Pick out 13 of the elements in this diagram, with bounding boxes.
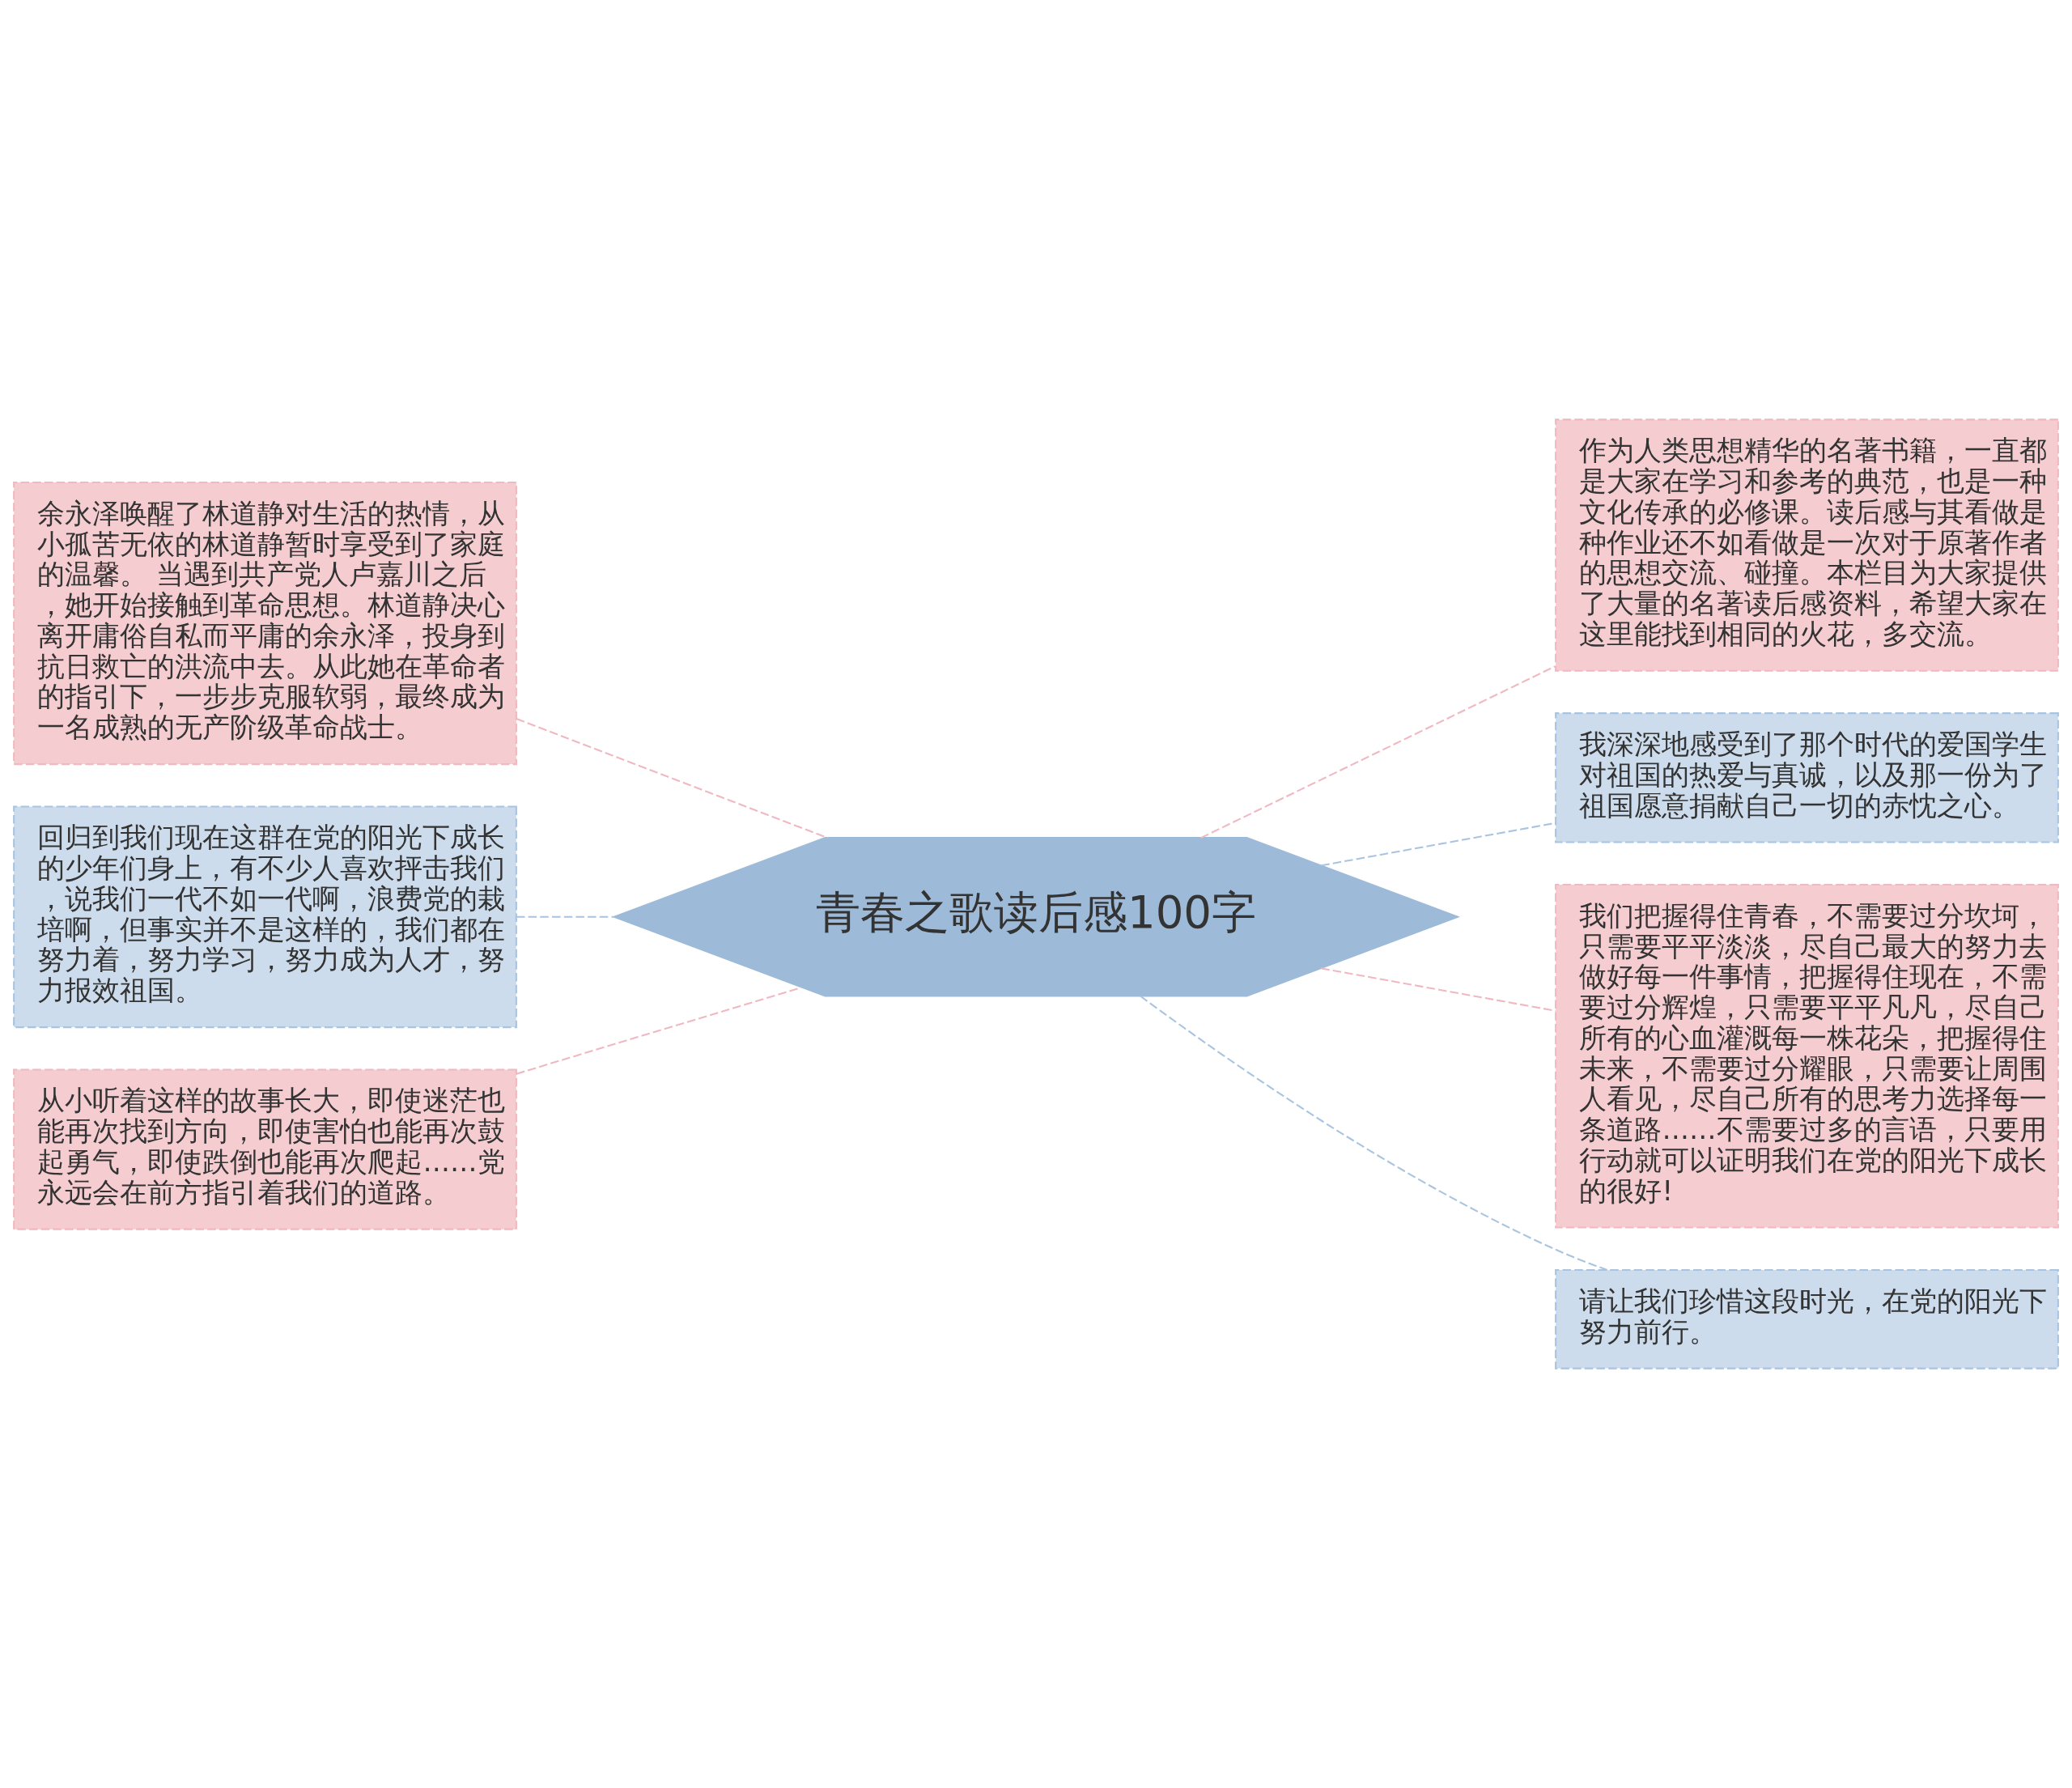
connector xyxy=(516,986,802,1075)
node-box: 作为人类思想精华的名著书籍，一直都是大家在学习和参考的典范，也是一种文化传承的必修课。读后感与其看做是种作业还不如看做是一次对于原著作者的思想交流、碰撞。本栏目为大家提供了大量的名著读后感资料，希望大家在这里能找到相同的火花，多交流。 xyxy=(1555,418,2059,672)
connector xyxy=(1140,995,1607,1271)
node-box: 请让我们珍惜这段时光，在党的阳光下努力前行。 xyxy=(1555,1268,2059,1370)
node-box: 回归到我们现在这群在党的阳光下成长的少年们身上，有不少人喜欢抨击我们，说我们一代不如一代啊，浪费党的栽培啊，但事实并不是这样的，我们都在努力着，努力学习，努力成为人才，努力报效祖国。 xyxy=(13,805,517,1029)
node-box: 余永泽唤醒了林道静对生活的热情，从小孤苦无依的林道静暂时享受到了家庭的温馨。 当遇到共产党人卢嘉川之后，她开始接触到革命思想。林道静决心离开庸俗自私而平庸的余永泽，投身到抗日救亡的洪流中去。从此她在革命者的指引下，一步步克服软弱，最终成为一名成熟的无产阶级革命战士。 xyxy=(13,481,517,766)
node-box: 我们把握得住青春，不需要过分坎坷，只需要平平淡淡，尽自己最大的努力去做好每一件事情，把握得住现在，不需要过分辉煌，只需要平平凡凡，尽自己所有的心血灌溉每一株花朵，把握得住未来，不需要过分耀眼，只需要让周围人看见，尽自己所有的思考力选择每一条道路……不需要过多的言语，只要用行动就可以证明我们在党的阳光下成长的很好! xyxy=(1555,883,2059,1229)
connector xyxy=(516,718,828,839)
node-box: 我深深地感受到了那个时代的爱国学生对祖国的热爱与真诚，以及那一份为了祖国愿意捐献自己一切的赤忱之心。 xyxy=(1555,712,2059,843)
connector xyxy=(1200,665,1556,839)
connector xyxy=(516,915,614,918)
node-box: 从小听着这样的故事长大，即使迷茫也能再次找到方向，即使害怕也能再次鼓起勇气，即使跌倒也能再次爬起……党永远会在前方指引着我们的道路。 xyxy=(13,1068,517,1230)
connector xyxy=(1321,967,1556,1012)
